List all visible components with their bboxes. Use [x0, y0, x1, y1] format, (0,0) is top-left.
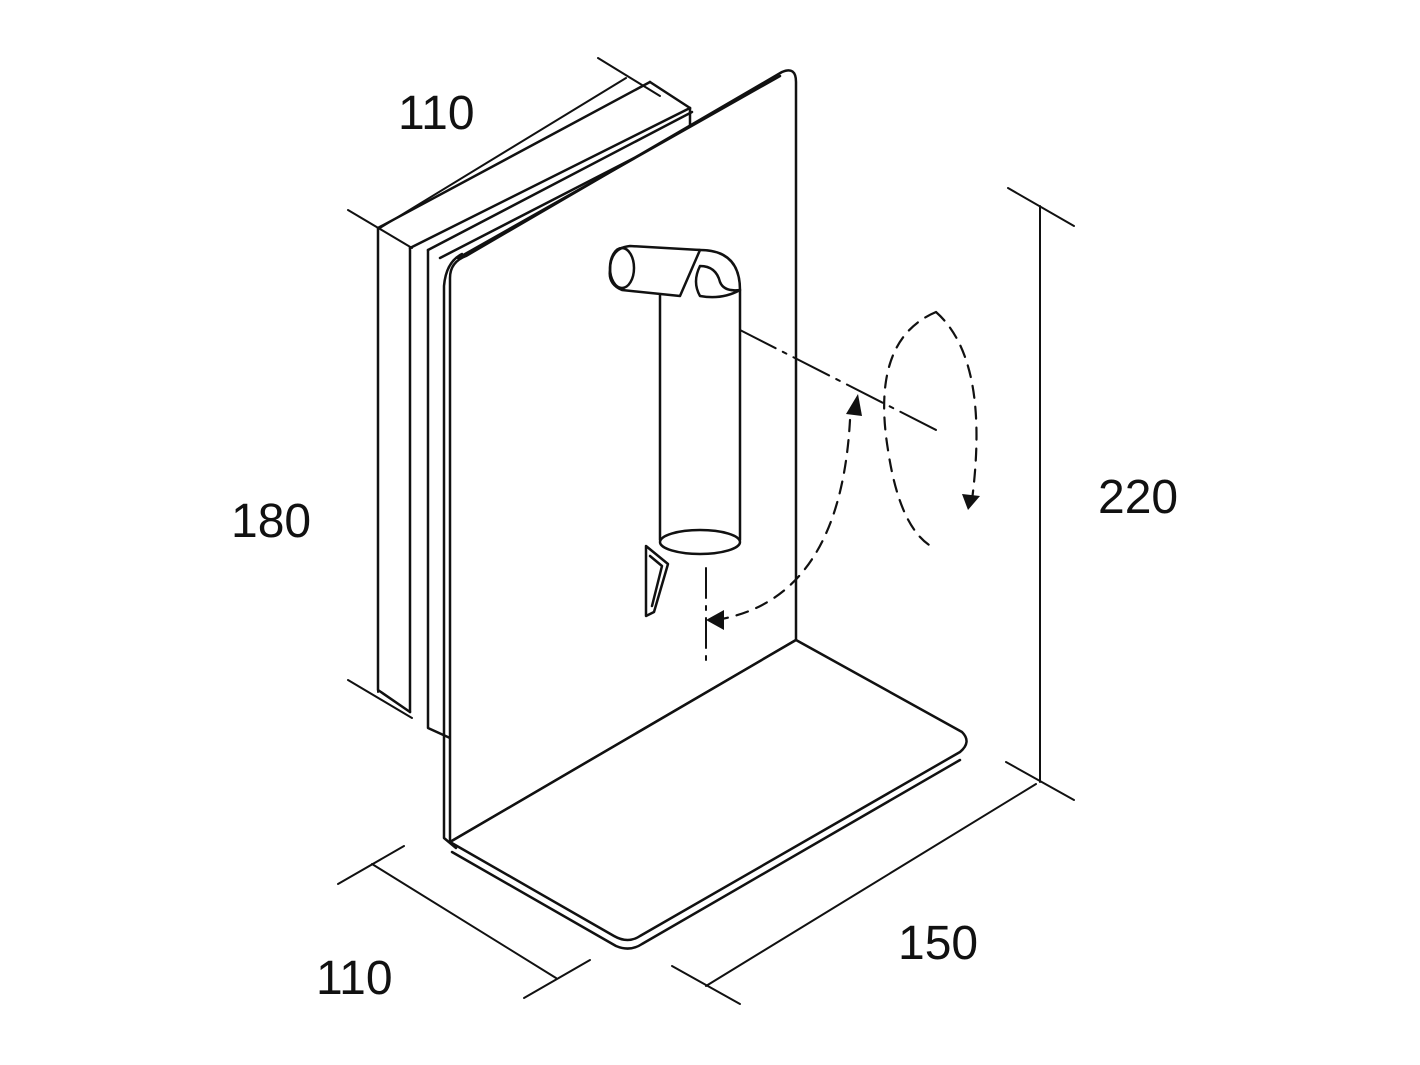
wall-box-inner-top	[408, 106, 692, 250]
dimension-top-depth-label: 110	[398, 87, 475, 140]
front-panel-top-edge	[456, 74, 782, 260]
dim-bottom-depth-tick-left	[337, 845, 405, 885]
dim-bottom-depth-line	[371, 863, 557, 979]
wall-box-front-edge	[376, 226, 412, 714]
arrow-heads	[706, 394, 980, 630]
lamp-cylinder	[608, 244, 742, 556]
dimension-bottom-width-label: 150	[898, 917, 979, 970]
front-panel-thickness	[442, 252, 464, 850]
lamp-switch-inner	[648, 554, 664, 608]
mounting-plate-outline	[426, 248, 452, 740]
dim-top-depth-tick-left	[347, 209, 413, 249]
dimension-left-height-label: 180	[231, 495, 312, 548]
dim-bottom-width-tick-left	[671, 965, 741, 1005]
bottom-shelf	[448, 638, 968, 950]
lamp-cylinder-body	[658, 288, 742, 552]
dimension-lines	[337, 57, 1075, 1005]
dim-top-depth-tick-right	[597, 57, 661, 97]
dim-left-height-tick-bottom	[347, 679, 413, 719]
dim-right-height-tick-top	[1007, 187, 1075, 227]
swivel-arrow-head-top	[846, 394, 862, 416]
wall-box-top-edge	[376, 80, 652, 230]
dim-right-height-tick-bottom	[1005, 761, 1075, 801]
lamp-switch	[644, 544, 670, 618]
dimension-right-height-label: 220	[1098, 471, 1179, 524]
swivel-arrow-head-left	[706, 610, 724, 630]
mounting-plate-top	[426, 110, 694, 252]
rotation-arrows	[714, 310, 978, 622]
horizontal-rotation-axis	[739, 329, 941, 433]
rotation-axes	[705, 329, 941, 661]
orbit-rotation-arrow	[883, 310, 978, 550]
bottom-shelf-face	[448, 638, 968, 942]
orbit-arrow-head	[962, 494, 980, 510]
dim-top-depth-line	[379, 77, 627, 229]
dim-bottom-depth-tick-right	[523, 959, 591, 999]
wall-box-top-right-edge	[648, 80, 692, 110]
lamp-arm-end	[608, 246, 636, 290]
lamp-cylinder-bottom-rim	[658, 528, 742, 556]
dim-bottom-width-line	[705, 783, 1037, 987]
swivel-arc-arrow	[714, 418, 852, 622]
bottom-shelf-front-edge	[450, 758, 962, 950]
dimension-bottom-depth-label: 110	[316, 952, 393, 1005]
